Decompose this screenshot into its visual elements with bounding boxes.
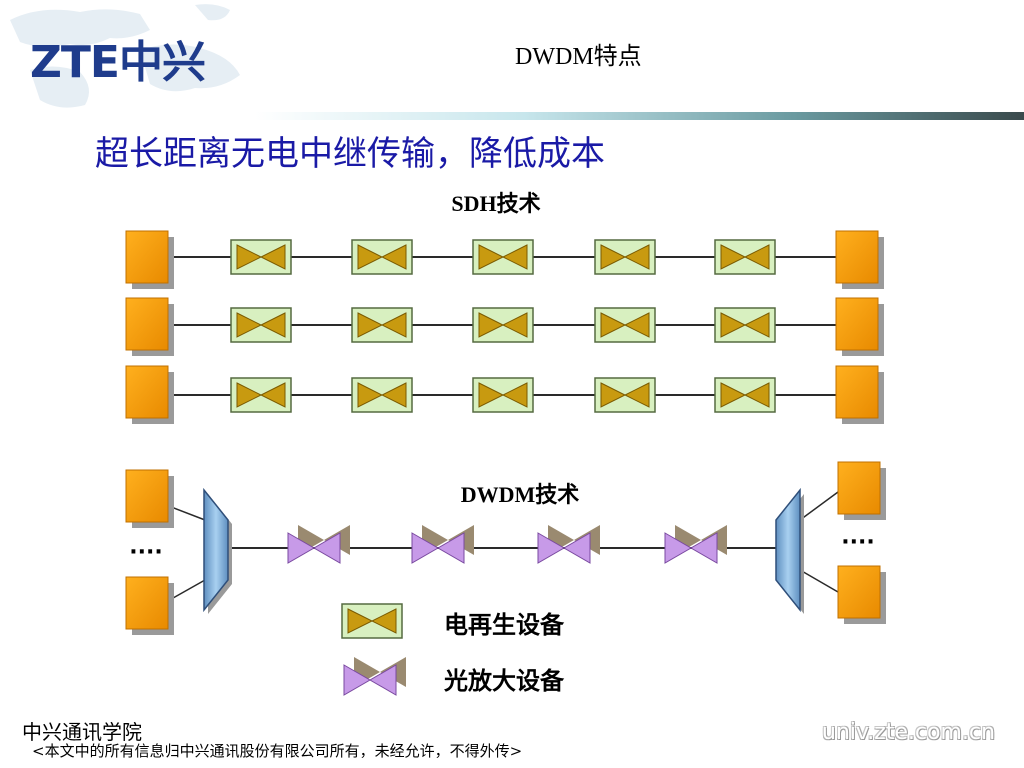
electrical-regenerator — [714, 239, 776, 275]
optical-amplifier — [664, 525, 727, 564]
header-gradient-bar — [255, 112, 1024, 120]
electrical-regenerator — [472, 377, 534, 413]
terminal-equipment — [835, 297, 884, 356]
electrical-regenerator — [351, 307, 413, 343]
electrical-regenerator — [594, 307, 656, 343]
electrical-regenerator — [472, 307, 534, 343]
world-map-logo-background — [10, 4, 240, 108]
optical-amplifier — [287, 525, 350, 564]
electrical-regenerator — [472, 239, 534, 275]
electrical-regenerator — [351, 377, 413, 413]
terminal-equipment — [837, 461, 886, 520]
terminal-equipment — [835, 230, 884, 289]
zte-logo: ZTE中兴 — [30, 37, 206, 88]
terminal-equipment — [125, 297, 174, 356]
left-terminal-ellipsis: ···· — [129, 540, 162, 565]
slide-title: DWDM特点 — [515, 44, 642, 70]
footer-url: univ.zte.com.cn — [822, 720, 996, 745]
footer-confidentiality-note: <本文中的所有信息归中兴通讯股份有限公司所有，未经允许，不得外传> — [32, 742, 523, 760]
optical-amplifier — [411, 525, 474, 564]
electrical-regenerator — [594, 377, 656, 413]
optical-amplifier — [537, 525, 600, 564]
electrical-regenerator — [351, 239, 413, 275]
legend-amplifier-label: 光放大设备 — [443, 666, 565, 695]
terminal-equipment — [125, 230, 174, 289]
terminal-equipment — [837, 565, 886, 624]
dwdm-label: DWDM技术 — [461, 482, 580, 507]
terminal-equipment — [125, 469, 174, 528]
legend — [341, 603, 406, 696]
electrical-regenerator — [594, 239, 656, 275]
dwdm-link — [125, 461, 886, 635]
electrical-regenerator — [341, 603, 403, 639]
electrical-regenerator — [714, 377, 776, 413]
electrical-regenerator — [230, 239, 292, 275]
sdh-links — [125, 230, 884, 424]
electrical-regenerator — [230, 377, 292, 413]
sdh-label: SDH技术 — [451, 191, 540, 216]
slide-heading: 超长距离无电中继传输，降低成本 — [95, 134, 605, 174]
legend-regenerator-label: 电再生设备 — [444, 610, 565, 639]
terminal-equipment — [125, 365, 174, 424]
optical-amplifier — [343, 657, 406, 696]
terminal-equipment — [835, 365, 884, 424]
right-terminal-ellipsis: ···· — [841, 530, 874, 555]
fiber-link — [799, 491, 839, 521]
terminal-equipment — [125, 576, 174, 635]
demultiplexer — [775, 487, 804, 614]
fiber-link — [799, 569, 839, 593]
multiplexer — [203, 487, 232, 614]
electrical-regenerator — [230, 307, 292, 343]
footer-organization: 中兴通讯学院 — [22, 720, 142, 744]
electrical-regenerator — [714, 307, 776, 343]
